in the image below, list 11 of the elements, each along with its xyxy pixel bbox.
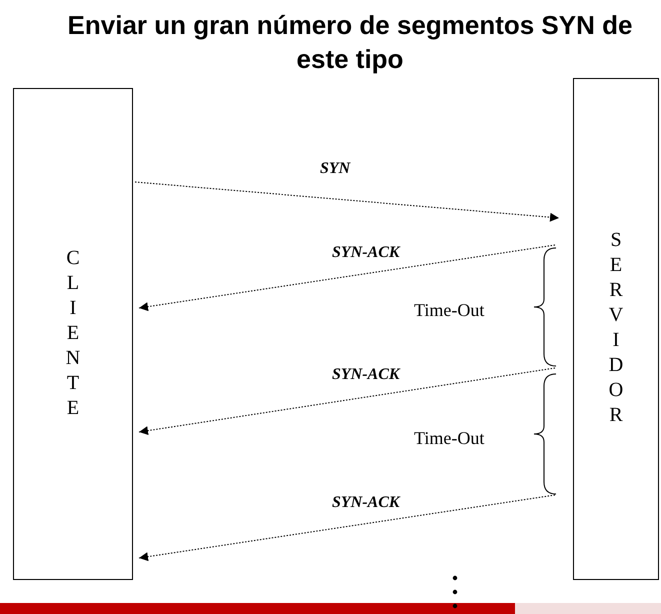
title: Enviar un gran número de segmentos SYN de este tipo bbox=[66, 9, 634, 76]
participant-name: SERVIDOR bbox=[606, 229, 626, 429]
participant-name: CLIENTE bbox=[63, 246, 83, 422]
timeout-label: Time-Out bbox=[414, 300, 484, 321]
arrow bbox=[134, 182, 560, 222]
participant-box bbox=[573, 78, 659, 580]
participant-box bbox=[13, 88, 133, 580]
arrow bbox=[138, 244, 556, 312]
arrow bbox=[138, 368, 556, 436]
timeout-label: Time-Out bbox=[414, 428, 484, 449]
arrow bbox=[138, 494, 556, 562]
